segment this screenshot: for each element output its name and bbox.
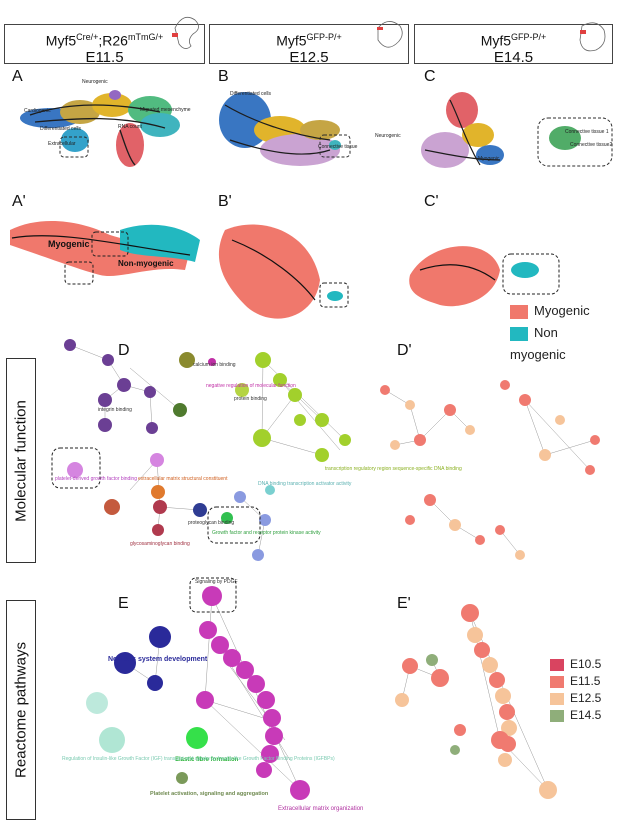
panel-d2: D' [397,342,412,359]
go-gf-label: Growth factor and receptor protein kinas… [212,530,321,536]
embryo-icon-e14 [579,22,606,52]
go-network-d2 [384,389,596,556]
legend-stage: E10.5 E11.5 E12.5 E14.5 [550,656,601,724]
re-nerv-label: Nervous system development [108,656,208,663]
panel-b2: B' [218,193,232,210]
a2-non-label: Non-myogenic [118,259,174,268]
go-integrin-label: integrin binding [98,407,132,413]
go-ecm-label: extracellular matrix structural constitu… [138,476,228,482]
re-pdgf-label: Signaling by PDGF [195,579,238,585]
a-diff-label: Differentiated cells [40,126,82,132]
go-neg-label: negative regulation of molecular functio… [206,383,296,389]
c-conn1-label: Connective tissue 1 [565,129,609,135]
go-transcr-label: transcription regulatory region sequence… [325,466,462,472]
b-conn-label: Connective tissue [318,144,358,150]
a-ext-label: Extracellular [48,141,76,147]
a-mes-label: Migrated mesenchyme [140,107,191,113]
panel-c: C [424,68,436,85]
a-neurogenic-label: Neurogenic [82,79,108,85]
go-proteo-label: proteoglycan binding [188,520,234,526]
header-e12: Myf5GFP-P/+ E12.5 [209,24,409,65]
go-calcium-label: calcium ion binding [193,362,236,368]
go-protein-label: protein binding [234,396,267,402]
a-cardiogenic-label: Cardiogenic [24,108,51,114]
umap-a2 [10,220,200,285]
panel-a2: A' [12,193,26,210]
umap-c2 [409,246,560,307]
b-diff-label: Differentiated cells [230,91,272,97]
c-myo-label: Myogenic [478,156,500,162]
re-elastic-label: Elastic fibre formation [175,757,239,763]
panel-b: B [218,68,229,85]
b-neuro-label: Neurogenic [375,133,401,139]
a-rna-label: RNA count [118,124,143,130]
panel-e: E [118,595,129,612]
go-dna-label: DNA binding transcription activator acti… [258,481,352,487]
panel-e2: E' [397,595,411,612]
umap-b2 [218,224,349,319]
go-glyco-label: glycosaminoglycan binding [130,541,190,547]
go-nodes-d [51,339,351,561]
legend-e10: E10.5 [550,656,601,673]
umap-c [421,92,613,168]
legend-e12: E12.5 [550,690,601,707]
side-molecular-function: Molecular function [6,358,36,563]
legend-cell-type: Myogenic Non myogenic [510,300,617,366]
go-pdgf-label: platelet-derived growth factor binding [55,476,137,482]
re-platelet-label: Platelet activation, signaling and aggre… [150,791,269,797]
embryo-icon-e11 [172,16,199,49]
header-e14: Myf5GFP-P/+ E14.5 [414,24,613,65]
go-pies-d2 [380,380,600,560]
legend-e11: E11.5 [550,673,601,690]
umap-b [219,92,351,166]
umap-a [20,90,180,167]
re-pies-e2 [395,604,557,799]
side-reactome: Reactome pathways [6,600,36,820]
re-ecm-label: Extracellular matrix organization [278,806,363,812]
re-igf-label: Regulation of Insulin-like Growth Factor… [62,756,335,762]
panel-d: D [118,342,130,359]
legend-myogenic: Myogenic [510,300,617,322]
a2-myogenic-label: Myogenic [48,239,90,249]
panel-c2: C' [424,193,439,210]
panel-a: A [12,68,23,85]
legend-non-myogenic: Non myogenic [510,325,566,362]
re-nodes-e [86,577,310,800]
embryo-icon-e12 [377,21,403,48]
header-e11: Myf5Cre/+;R26mTmG/+ E11.5 [4,24,205,65]
c-conn2-label: Connective tissue2 [570,142,612,148]
legend-e14: E14.5 [550,707,601,724]
